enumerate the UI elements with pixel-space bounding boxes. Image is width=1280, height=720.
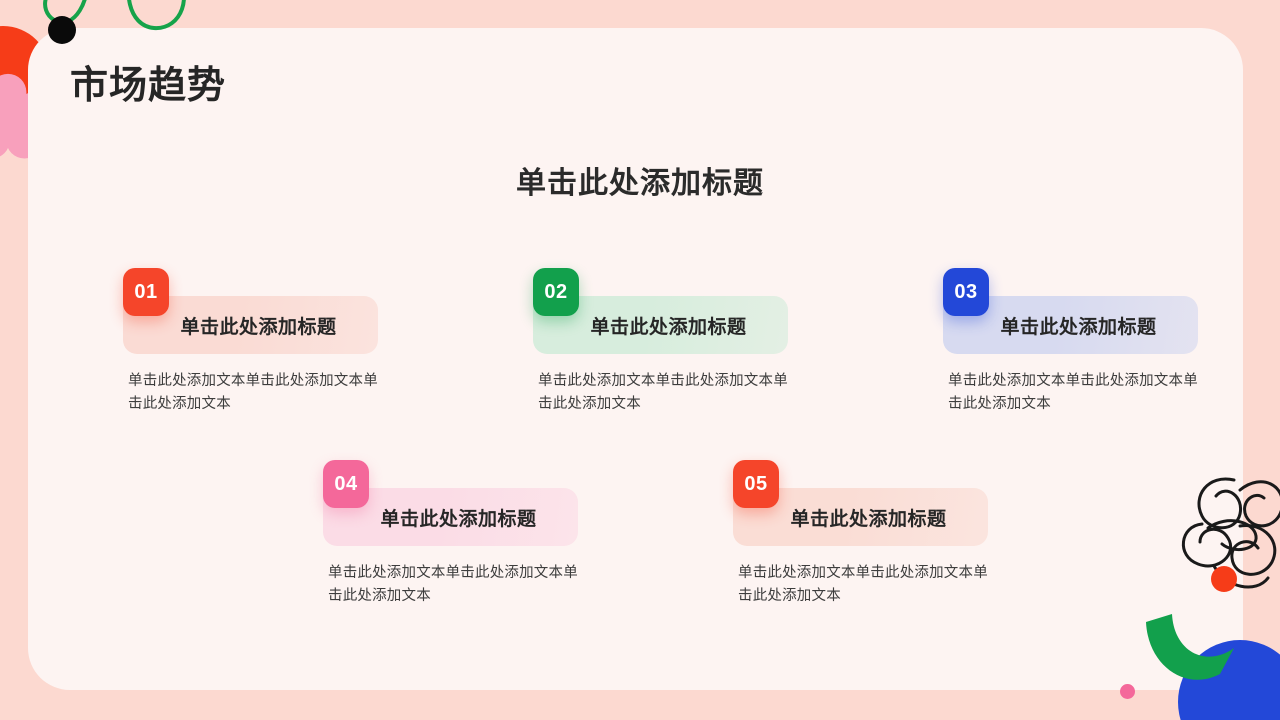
item-number-badge: 05 bbox=[733, 460, 779, 508]
item-title: 单击此处添加标题 bbox=[180, 316, 337, 338]
item-description: 单击此处添加文本单击此处添加文本单击此处添加文本 bbox=[538, 373, 788, 413]
item-card[interactable]: 04 单击此处添加标题 bbox=[323, 460, 578, 546]
page-title: 市场趋势 bbox=[70, 65, 227, 107]
slide-panel bbox=[28, 28, 1243, 690]
item-description: 单击此处添加文本单击此处添加文本单击此处添加文本 bbox=[738, 565, 988, 605]
item-number-badge: 04 bbox=[323, 460, 369, 508]
item-card[interactable]: 03 单击此处添加标题 bbox=[943, 268, 1198, 354]
item-title: 单击此处添加标题 bbox=[380, 508, 537, 530]
item-description: 单击此处添加文本单击此处添加文本单击此处添加文本 bbox=[328, 565, 578, 605]
item-card[interactable]: 02 单击此处添加标题 bbox=[533, 268, 788, 354]
item-card[interactable]: 05 单击此处添加标题 bbox=[733, 460, 988, 546]
list-item[interactable]: 02 单击此处添加标题 单击此处添加文本单击此处添加文本单击此处添加文本 bbox=[498, 268, 788, 417]
list-item[interactable]: 05 单击此处添加标题 单击此处添加文本单击此处添加文本单击此处添加文本 bbox=[698, 460, 988, 609]
item-description: 单击此处添加文本单击此处添加文本单击此处添加文本 bbox=[128, 373, 378, 413]
item-title: 单击此处添加标题 bbox=[790, 508, 947, 530]
item-title: 单击此处添加标题 bbox=[1000, 316, 1157, 338]
item-description: 单击此处添加文本单击此处添加文本单击此处添加文本 bbox=[948, 373, 1198, 413]
item-title: 单击此处添加标题 bbox=[590, 316, 747, 338]
item-number-badge: 02 bbox=[533, 268, 579, 316]
list-item[interactable]: 01 单击此处添加标题 单击此处添加文本单击此处添加文本单击此处添加文本 bbox=[88, 268, 378, 417]
list-item[interactable]: 04 单击此处添加标题 单击此处添加文本单击此处添加文本单击此处添加文本 bbox=[288, 460, 578, 609]
main-heading: 单击此处添加标题 bbox=[516, 167, 764, 200]
item-number-badge: 01 bbox=[123, 268, 169, 316]
item-number-badge: 03 bbox=[943, 268, 989, 316]
item-card[interactable]: 01 单击此处添加标题 bbox=[123, 268, 378, 354]
list-item[interactable]: 03 单击此处添加标题 单击此处添加文本单击此处添加文本单击此处添加文本 bbox=[908, 268, 1198, 417]
